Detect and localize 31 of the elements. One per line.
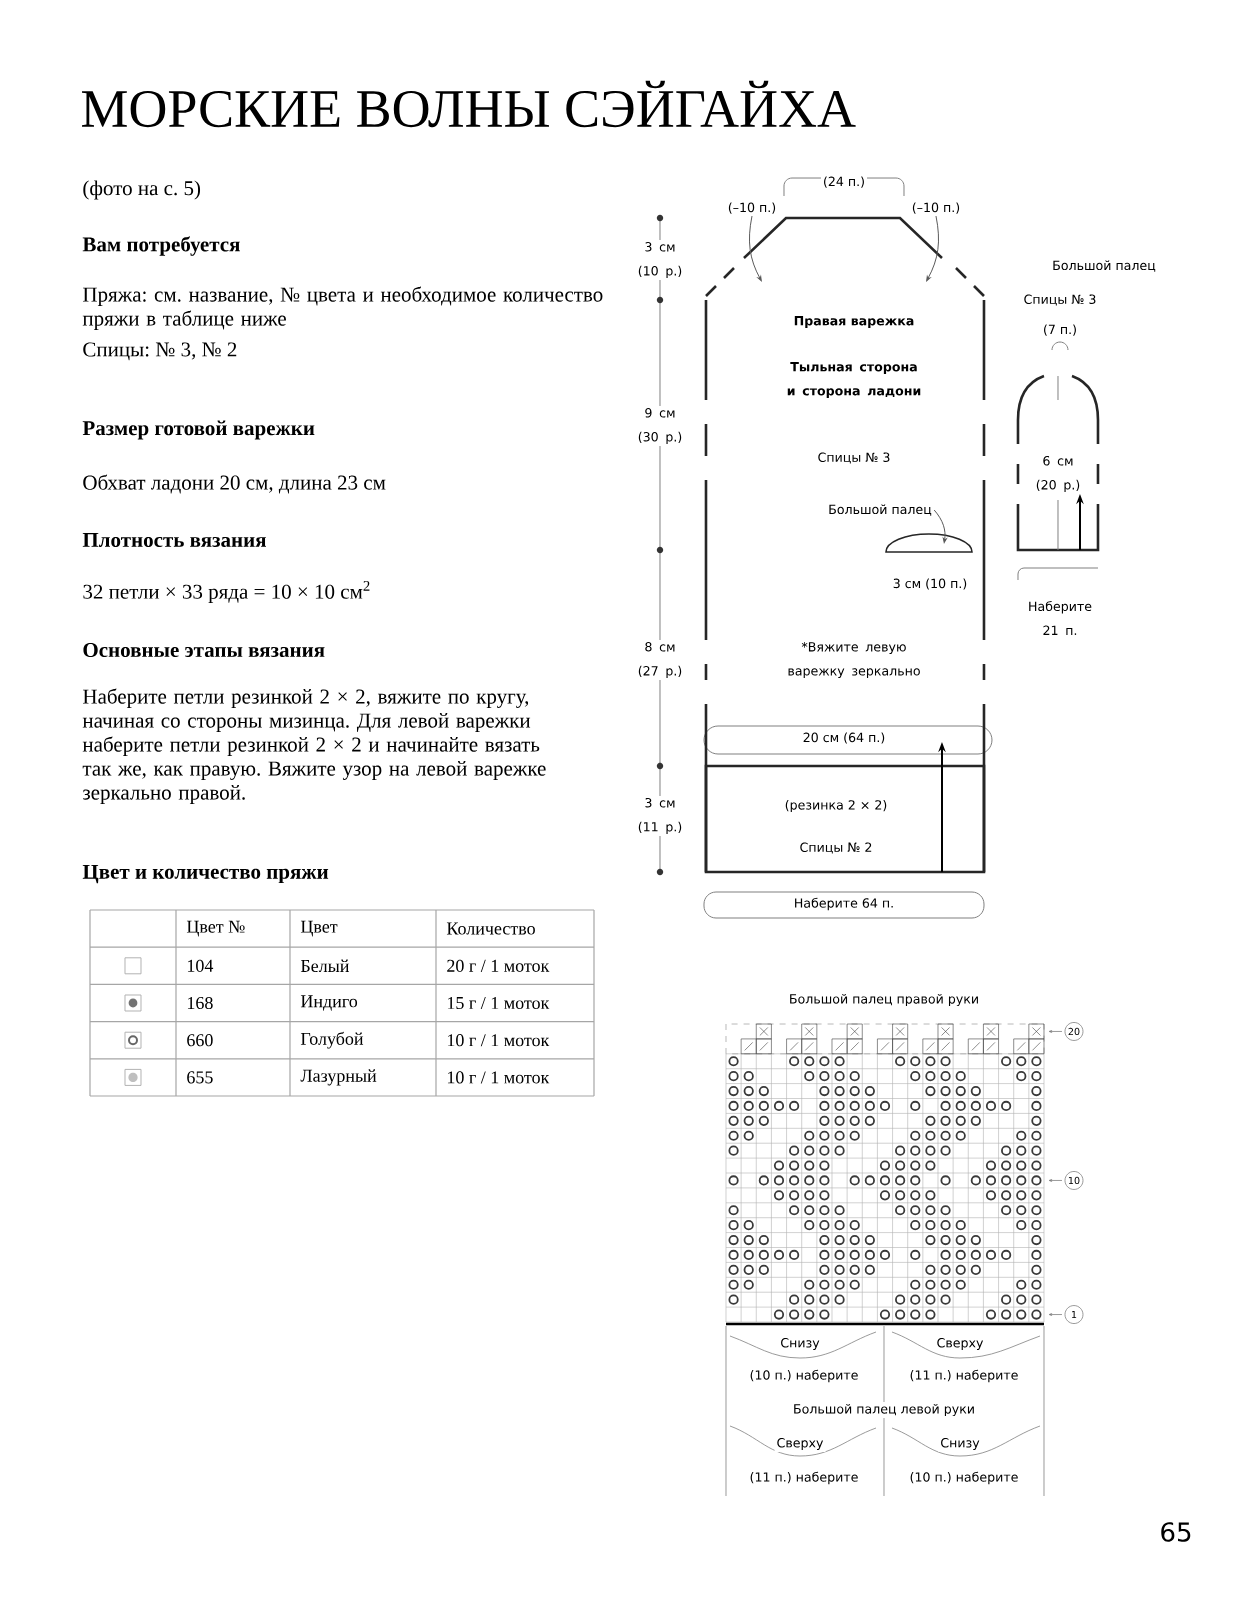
table-cell: 660 [187, 1034, 213, 1047]
body-text: Пряжа: см. название, № цвета и необходимое количество пряжи в таблице ниже [82, 286, 603, 330]
title: МОРСКИЕ ВОЛНЫ СЭЙГАЙХА [81, 80, 856, 128]
table-cell: 655 [187, 1071, 213, 1084]
table-cell: Количество [446, 922, 535, 935]
table-cell: Лазурный [300, 1069, 377, 1086]
body-text: 32 петли × 33 ряда = 10 × 10 см$^{2}$ [83, 580, 370, 604]
table-cell: 20 г / 1 моток [447, 959, 550, 972]
body-text: Спицы: № 3, № 2 [83, 342, 237, 361]
leader-line [748, 215, 762, 282]
section-heading: Размер готовой варежки [82, 420, 315, 440]
table-cell: Цвет [300, 920, 338, 937]
table-cell: 104 [187, 959, 214, 972]
table-cell: 10 г / 1 моток [447, 1034, 550, 1047]
photo-reference: (фото на с. 5) [83, 180, 201, 200]
table-cell: Индиго [300, 995, 358, 1011]
table-cell: 168 [187, 996, 213, 1010]
body-text: Наберите петли резинкой 2 × 2, вяжите по кругу, начиная со стороны мизинца. Для левой варежки наберите петли резинкой 2 × 2 и начинайте вязать так же, как правую. Вяжите узор на левой варежке зеркально правой. [82, 688, 546, 804]
page-number: 65 [1161, 1522, 1191, 1542]
body-text: Обхват ладони 20 см, длина 23 см [83, 474, 386, 494]
table-cell: Цвет № [186, 920, 245, 937]
section-heading: Основные этапы вязания [83, 642, 325, 658]
section-heading: Плотность вязания [82, 533, 266, 547]
section-heading: Вам потребуется [82, 236, 240, 256]
table-cell: Голубой [300, 1031, 364, 1049]
section-heading: Цвет и количество пряжи [82, 864, 329, 884]
leader-line [926, 215, 940, 282]
table-cell: Белый [300, 959, 349, 973]
leader-line [933, 509, 947, 544]
table-cell: 15 г / 1 моток [447, 996, 550, 1010]
table-cell: 10 г / 1 моток [447, 1071, 550, 1084]
